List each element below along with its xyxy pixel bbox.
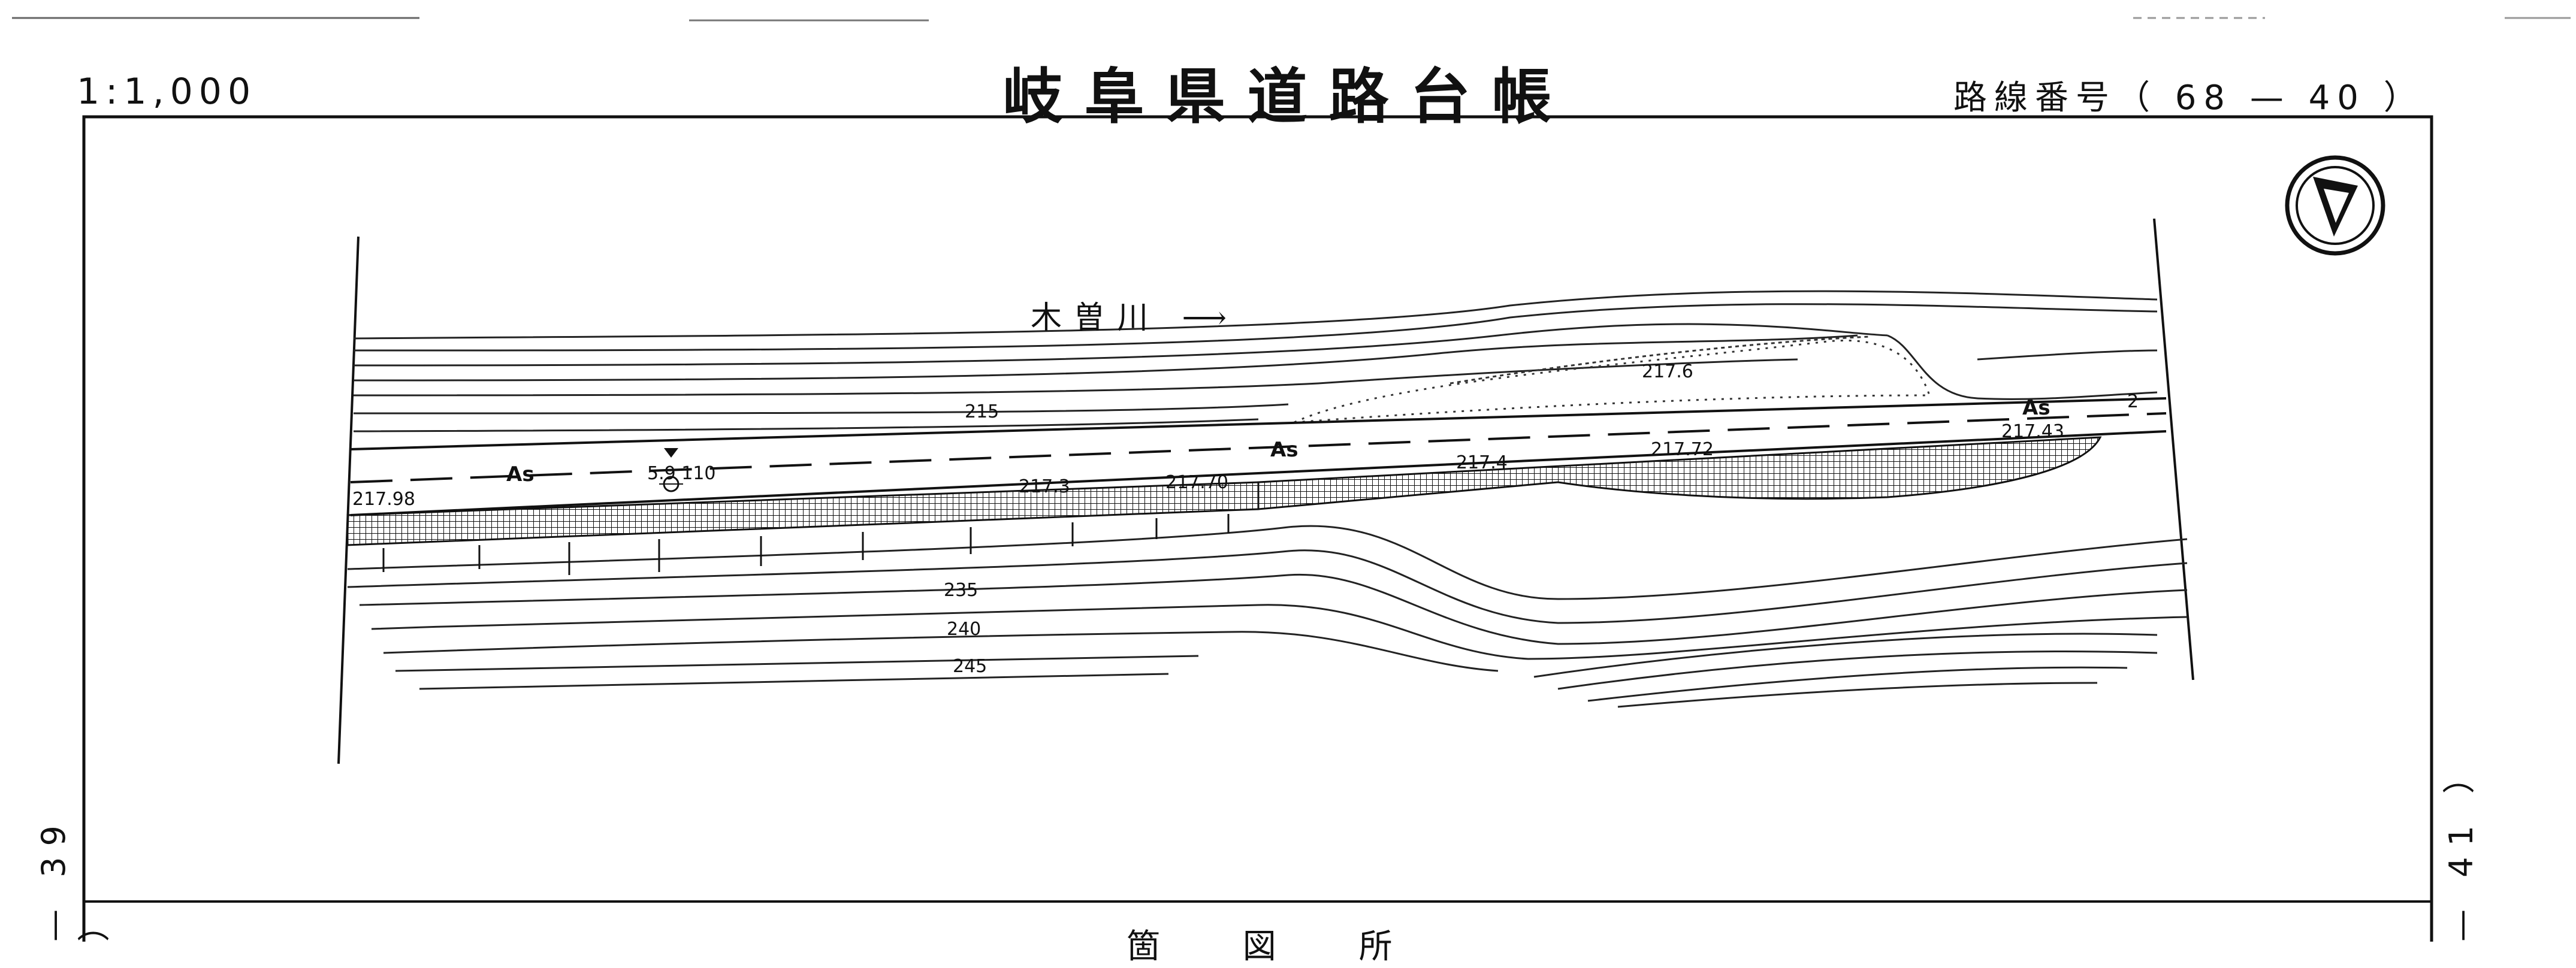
elevation-label: 217.98	[352, 489, 415, 510]
road-edges	[350, 397, 2167, 516]
surface-label: As	[1270, 438, 1298, 462]
contour-label: 245	[953, 656, 987, 677]
sheet-edge-left	[337, 236, 360, 764]
contour-label: 215	[965, 401, 999, 422]
map-frame	[82, 115, 2433, 942]
sandbar-scallop	[1449, 335, 1870, 385]
elevation-label: 217.72	[1651, 439, 1714, 460]
surface-label: As	[2022, 396, 2050, 420]
river-contours	[353, 290, 2158, 432]
sandbar-outline	[1294, 340, 1931, 424]
road-marker-label: 5.9 110	[647, 463, 716, 484]
road-map: 木曽川 ⟶ As As As 5.9 110 217.98 217.3 217.…	[82, 115, 2433, 942]
elevation-label: 217.3	[1019, 476, 1070, 497]
elevation-label: 217.43	[2001, 421, 2064, 442]
elevation-label: 217.70	[1165, 472, 1228, 493]
slope-ticks	[382, 514, 1230, 575]
river-label: 木曽川 ⟶	[1031, 300, 1239, 336]
top-margin-lines	[12, 17, 2571, 22]
hillside-contours	[347, 525, 2188, 708]
contour-label: 235	[944, 580, 978, 601]
elevation-label: 217.6	[1642, 361, 1693, 382]
retaining-wall-left	[346, 481, 1260, 546]
survey-marker-icon	[664, 448, 678, 458]
contour-label: 240	[947, 619, 981, 640]
map-scale: 1:1,000	[77, 71, 257, 113]
elevation-label: 217.4	[1456, 452, 1508, 473]
sheet-edge-right	[2153, 218, 2194, 680]
route-number: 路線番号（ 68 — 40 ）	[1953, 78, 2424, 117]
north-arrow-icon	[2285, 155, 2385, 256]
elevation-label: 2	[2127, 391, 2139, 412]
retaining-wall-right	[1257, 436, 2102, 510]
surface-label: As	[506, 462, 534, 486]
page-title: 岐阜県道路台帳	[1002, 61, 1574, 132]
footer-heading: 箇 図 所	[1127, 927, 1429, 966]
